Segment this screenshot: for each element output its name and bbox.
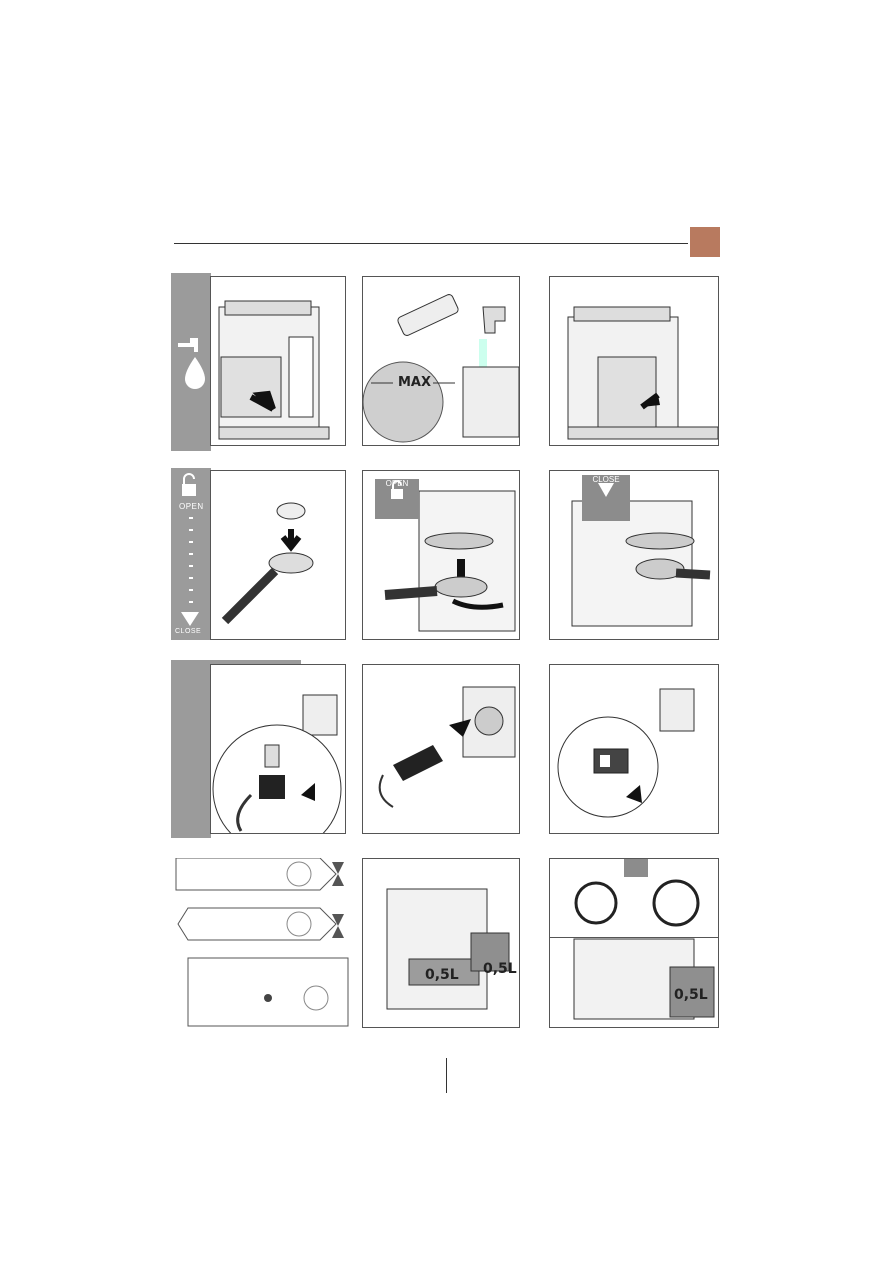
step-panel-attach-filter-holder: OPEN <box>362 470 520 640</box>
step-panel-remove-tank <box>210 276 346 446</box>
max-label: MAX <box>398 375 431 390</box>
step-panel-plug-into-socket <box>362 664 520 834</box>
sidebar-open-close: OPEN CLOSE <box>171 468 211 640</box>
step-panel-steam-rinse: 0,5L <box>549 858 719 1028</box>
open-label: OPEN <box>179 502 204 511</box>
step-panel-plug-into-machine <box>210 664 346 834</box>
chapter-tab <box>690 227 720 257</box>
step-panel-insert-filter <box>210 470 346 640</box>
step-panel-fill-tank: MAX <box>362 276 520 446</box>
step-panel-rinse-jug: 0,5L 0,5L <box>362 858 520 1028</box>
panel-preheat-indicator <box>174 858 374 1028</box>
sidebar-fill-water <box>171 273 211 451</box>
close-badge: CLOSE <box>582 475 630 521</box>
step-panel-lock-filter-holder: CLOSE <box>549 470 719 640</box>
sidebar-power-cord <box>171 660 211 838</box>
volume-label-a: 0,5L <box>425 967 459 983</box>
open-padlock-icon <box>171 468 211 640</box>
close-triangle-icon <box>181 612 199 626</box>
open-badge: OPEN <box>375 479 419 519</box>
step-panel-press-switch <box>549 664 719 834</box>
open-padlock-icon <box>375 479 419 505</box>
volume-label-b: 0,5L <box>483 961 517 977</box>
volume-label-c: 0,5L <box>674 987 708 1003</box>
close-label: CLOSE <box>175 628 201 635</box>
step-panel-insert-tank <box>549 276 719 446</box>
close-triangle-icon <box>582 475 630 505</box>
tap-water-drop-icon <box>171 273 211 451</box>
page-divider <box>446 1058 447 1093</box>
header-rule <box>174 243 688 244</box>
